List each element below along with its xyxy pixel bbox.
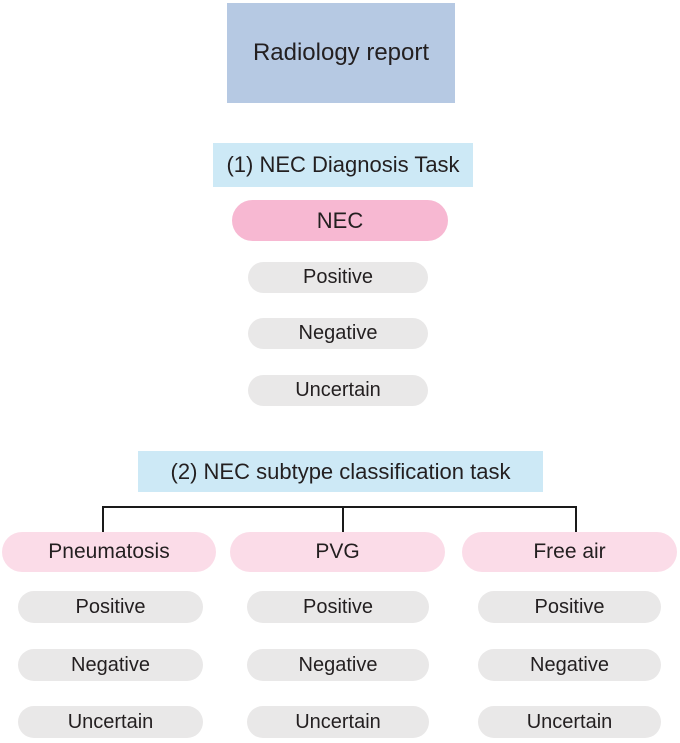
branch-connector-right-drop-line	[575, 506, 577, 533]
pneumatosis-option-uncertain: Uncertain	[18, 706, 203, 738]
task1-option-positive: Positive	[248, 262, 428, 293]
branch-connector-left-drop-line	[102, 506, 104, 533]
task2-title-box: (2) NEC subtype classification task	[138, 451, 543, 492]
task1-option-negative: Negative	[248, 318, 428, 349]
subtype-pneumatosis-pill: Pneumatosis	[2, 532, 216, 572]
free-air-option-uncertain: Uncertain	[478, 706, 661, 738]
task1-option-uncertain: Uncertain	[248, 375, 428, 406]
subtype-free-air-pill: Free air	[462, 532, 677, 572]
subtype-pvg-pill: PVG	[230, 532, 445, 572]
nec-category-pill: NEC	[232, 200, 448, 241]
pneumatosis-option-negative: Negative	[18, 649, 203, 681]
radiology-report-box: Radiology report	[227, 3, 455, 103]
branch-connector-horizontal-line	[102, 506, 577, 508]
pvg-option-negative: Negative	[247, 649, 429, 681]
pvg-option-uncertain: Uncertain	[247, 706, 429, 738]
pneumatosis-option-positive: Positive	[18, 591, 203, 623]
free-air-option-positive: Positive	[478, 591, 661, 623]
branch-connector-middle-drop-line	[342, 506, 344, 533]
free-air-option-negative: Negative	[478, 649, 661, 681]
task1-title-box: (1) NEC Diagnosis Task	[213, 143, 473, 187]
pvg-option-positive: Positive	[247, 591, 429, 623]
